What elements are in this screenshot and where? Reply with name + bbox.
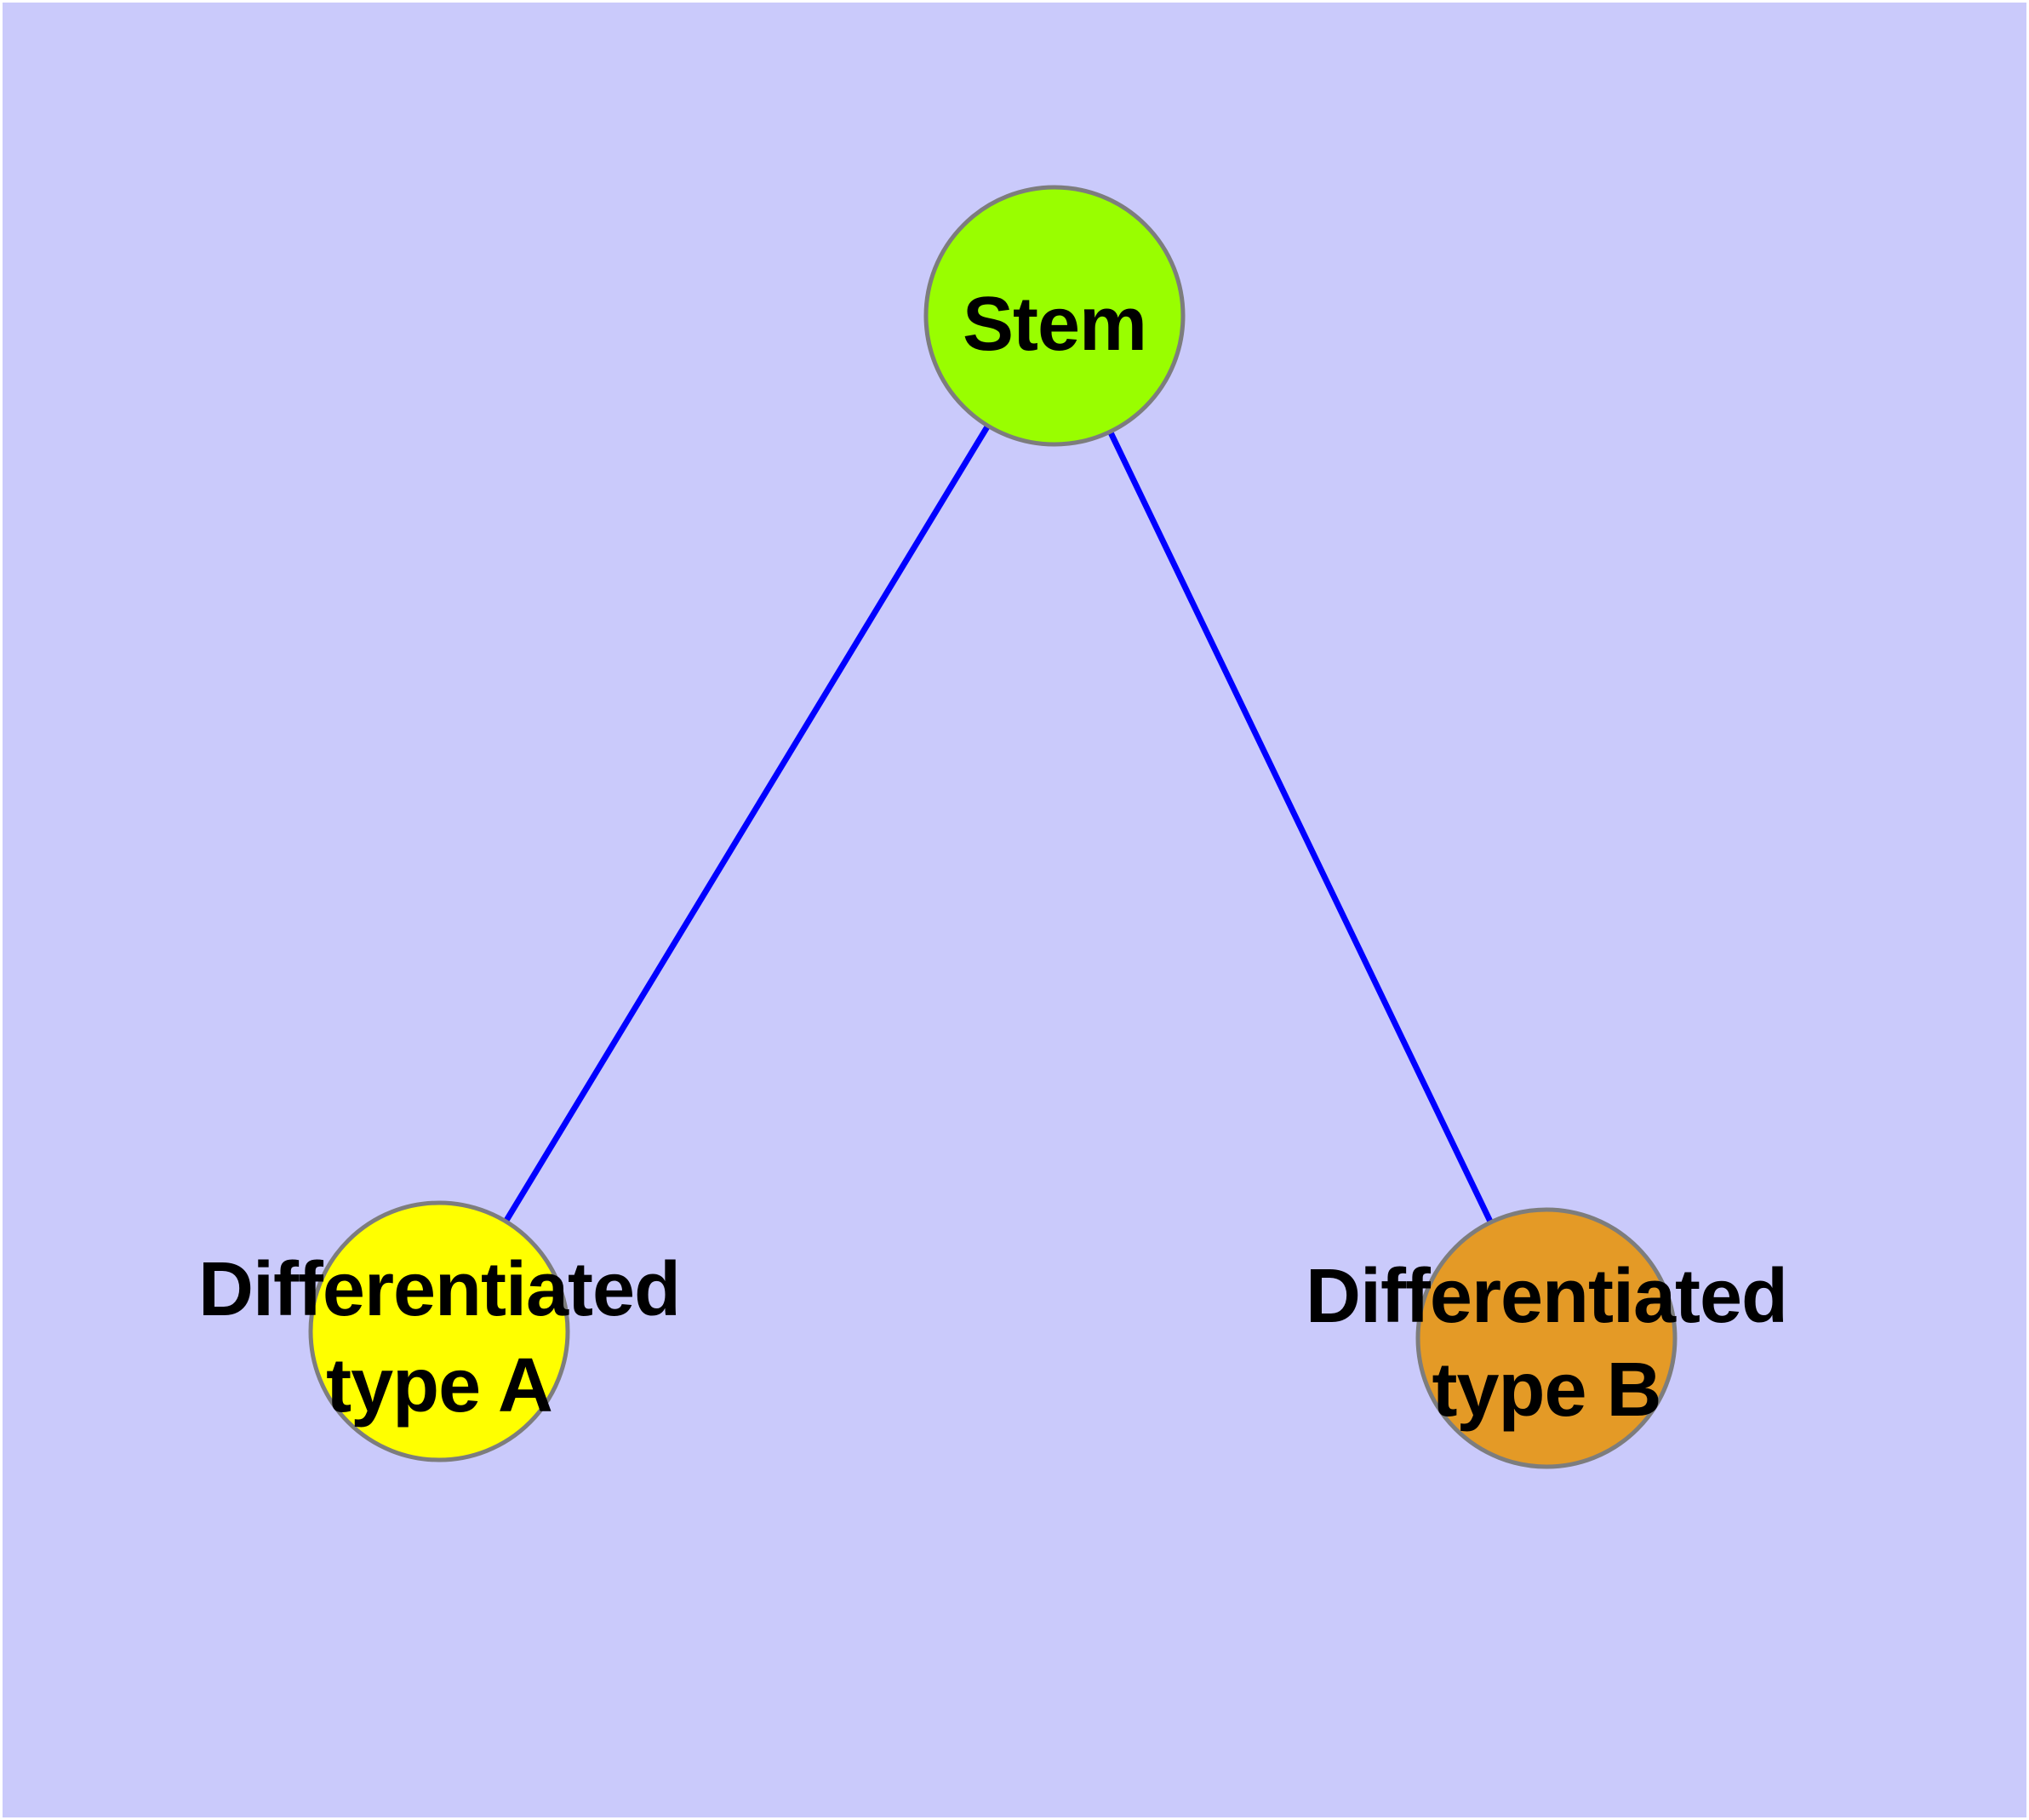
node-differentiated-type-b-label: Differentiated type B [1306,1254,1787,1433]
edge-stem-to-differentiated-type-a [437,314,1057,1333]
node-stem-circle [923,185,1186,447]
node-differentiated-type-b-label-line-2: type B [1432,1348,1660,1433]
node-differentiated-type-a-label: Differentiated type A [198,1247,680,1428]
node-differentiated-type-a-circle [308,1200,570,1462]
edge-stem-to-differentiated-type-b [1051,314,1550,1340]
node-stem-label: Stem [963,282,1146,367]
node-differentiated-type-a-label-line-2: type A [326,1343,552,1428]
node-stem-label-line-1: Stem [963,282,1146,367]
node-differentiated-type-a-label-line-1: Differentiated [198,1247,680,1332]
node-differentiated-type-b-circle [1415,1207,1677,1469]
node-differentiated-type-b-label-line-1: Differentiated [1306,1254,1787,1339]
